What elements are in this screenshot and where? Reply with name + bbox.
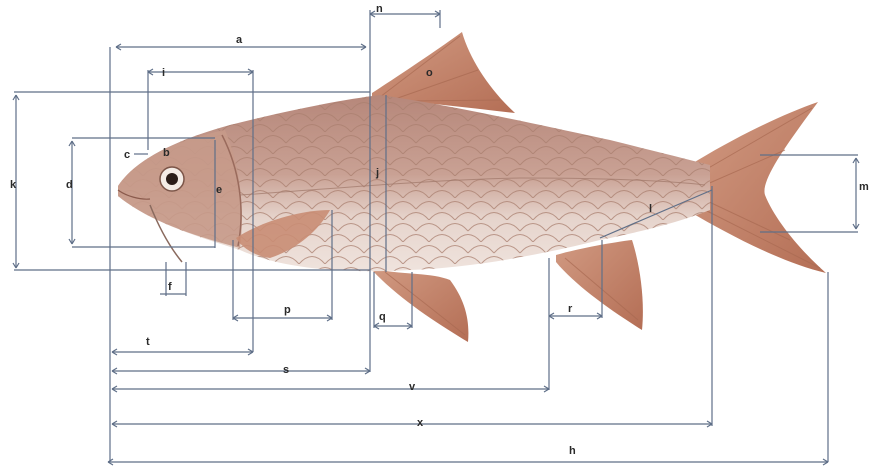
label-e: e: [216, 184, 222, 196]
label-d: d: [66, 179, 73, 191]
label-x: x: [417, 417, 424, 429]
label-h: h: [569, 445, 576, 457]
label-p: p: [284, 304, 291, 316]
label-t: t: [146, 336, 150, 348]
label-j: j: [375, 167, 379, 179]
label-a: a: [236, 34, 243, 46]
label-b: b: [163, 147, 170, 159]
label-v: v: [409, 381, 416, 393]
label-r: r: [568, 303, 573, 315]
label-f: f: [168, 281, 172, 293]
caudal-fin: [690, 102, 826, 273]
label-o: o: [426, 67, 433, 79]
label-c: c: [124, 149, 130, 161]
label-n: n: [376, 3, 383, 15]
label-i: i: [162, 67, 165, 79]
label-q: q: [379, 311, 386, 323]
pelvic-fin: [372, 268, 468, 342]
label-k: k: [10, 179, 17, 191]
label-l: l: [649, 203, 652, 215]
label-m: m: [859, 181, 869, 193]
label-s: s: [283, 364, 289, 376]
fish-head: [118, 130, 242, 248]
